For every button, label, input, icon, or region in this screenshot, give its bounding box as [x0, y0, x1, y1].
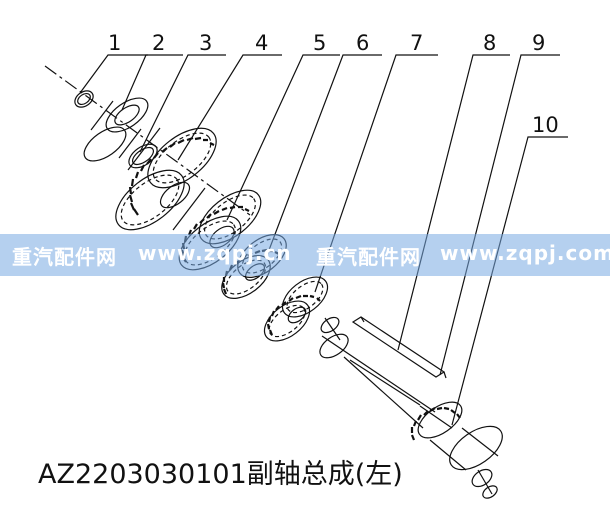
part-4-large-gear [115, 127, 217, 231]
part-number-caption: AZ2203030101副轴总成(左) [38, 459, 403, 490]
watermark-right-text: 重汽配件网 [316, 245, 421, 269]
part-8-key [351, 316, 447, 379]
part-2-bearing [83, 97, 149, 162]
callout-8: 8 [483, 31, 496, 55]
leader-lines [79, 54, 568, 426]
callout-3: 3 [199, 31, 212, 55]
callout-6: 6 [356, 31, 369, 55]
callout-7: 7 [410, 31, 423, 55]
watermark-left-text: 重汽配件网 [12, 245, 117, 269]
callout-10: 10 [532, 113, 559, 137]
watermark-banner [0, 234, 610, 276]
callout-9: 9 [532, 31, 545, 55]
part-10-countershaft [319, 316, 503, 499]
center-axis [44, 65, 251, 216]
part-1-snap-ring [74, 90, 94, 108]
callout-5: 5 [313, 31, 326, 55]
watermark-left-url: www.zqpj.cn [138, 241, 292, 265]
callout-2: 2 [152, 31, 165, 55]
callout-1: 1 [108, 31, 121, 55]
watermark-right-url: www.zqpj.com [440, 241, 610, 265]
callout-4: 4 [255, 31, 268, 55]
